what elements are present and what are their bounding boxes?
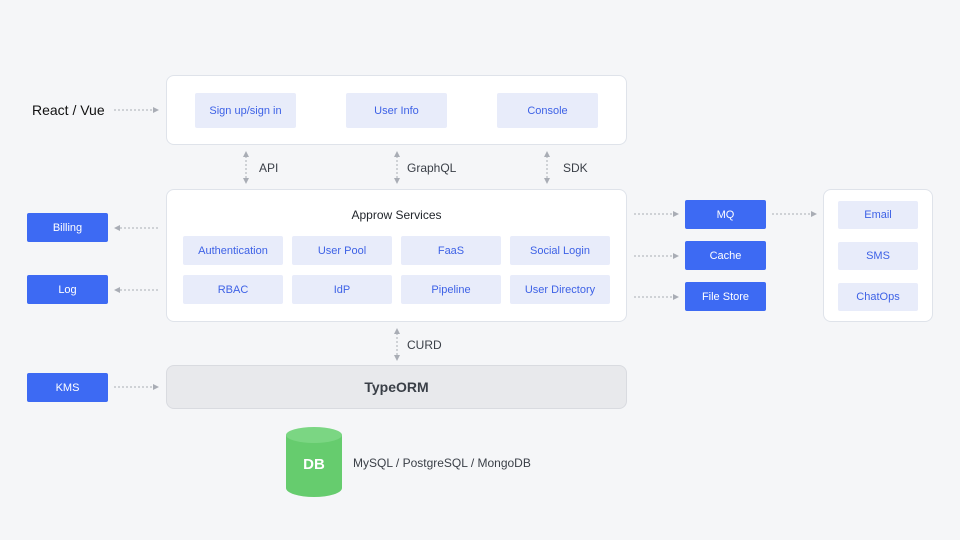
db-icon-label: DB [303,456,325,473]
graphql-label: GraphQL [407,161,457,175]
billing-box[interactable]: Billing [27,213,108,242]
sms-chip[interactable]: SMS [838,242,918,270]
signup-signin-chip[interactable]: Sign up/sign in [195,93,296,128]
client-label: React / Vue [32,102,105,118]
kms-box[interactable]: KMS [27,373,108,402]
service-authentication[interactable]: Authentication [183,236,283,265]
cache-box[interactable]: Cache [685,241,766,270]
console-chip[interactable]: Console [497,93,598,128]
db-engines-label: MySQL / PostgreSQL / MongoDB [353,456,531,470]
user-info-chip[interactable]: User Info [346,93,447,128]
file-store-box[interactable]: File Store [685,282,766,311]
service-rbac[interactable]: RBAC [183,275,283,304]
service-social-login[interactable]: Social Login [510,236,610,265]
log-box[interactable]: Log [27,275,108,304]
email-chip[interactable]: Email [838,201,918,229]
service-user-pool[interactable]: User Pool [292,236,392,265]
service-pipeline[interactable]: Pipeline [401,275,501,304]
api-label: API [259,161,279,175]
service-user-directory[interactable]: User Directory [510,275,610,304]
mq-box[interactable]: MQ [685,200,766,229]
typeorm-bar[interactable]: TypeORM [166,365,627,409]
service-idp[interactable]: IdP [292,275,392,304]
service-faas[interactable]: FaaS [401,236,501,265]
chatops-chip[interactable]: ChatOps [838,283,918,311]
services-title: Approw Services [351,208,442,222]
sdk-label: SDK [563,161,588,175]
curd-label: CURD [407,338,442,352]
database-icon: DB [286,427,342,497]
